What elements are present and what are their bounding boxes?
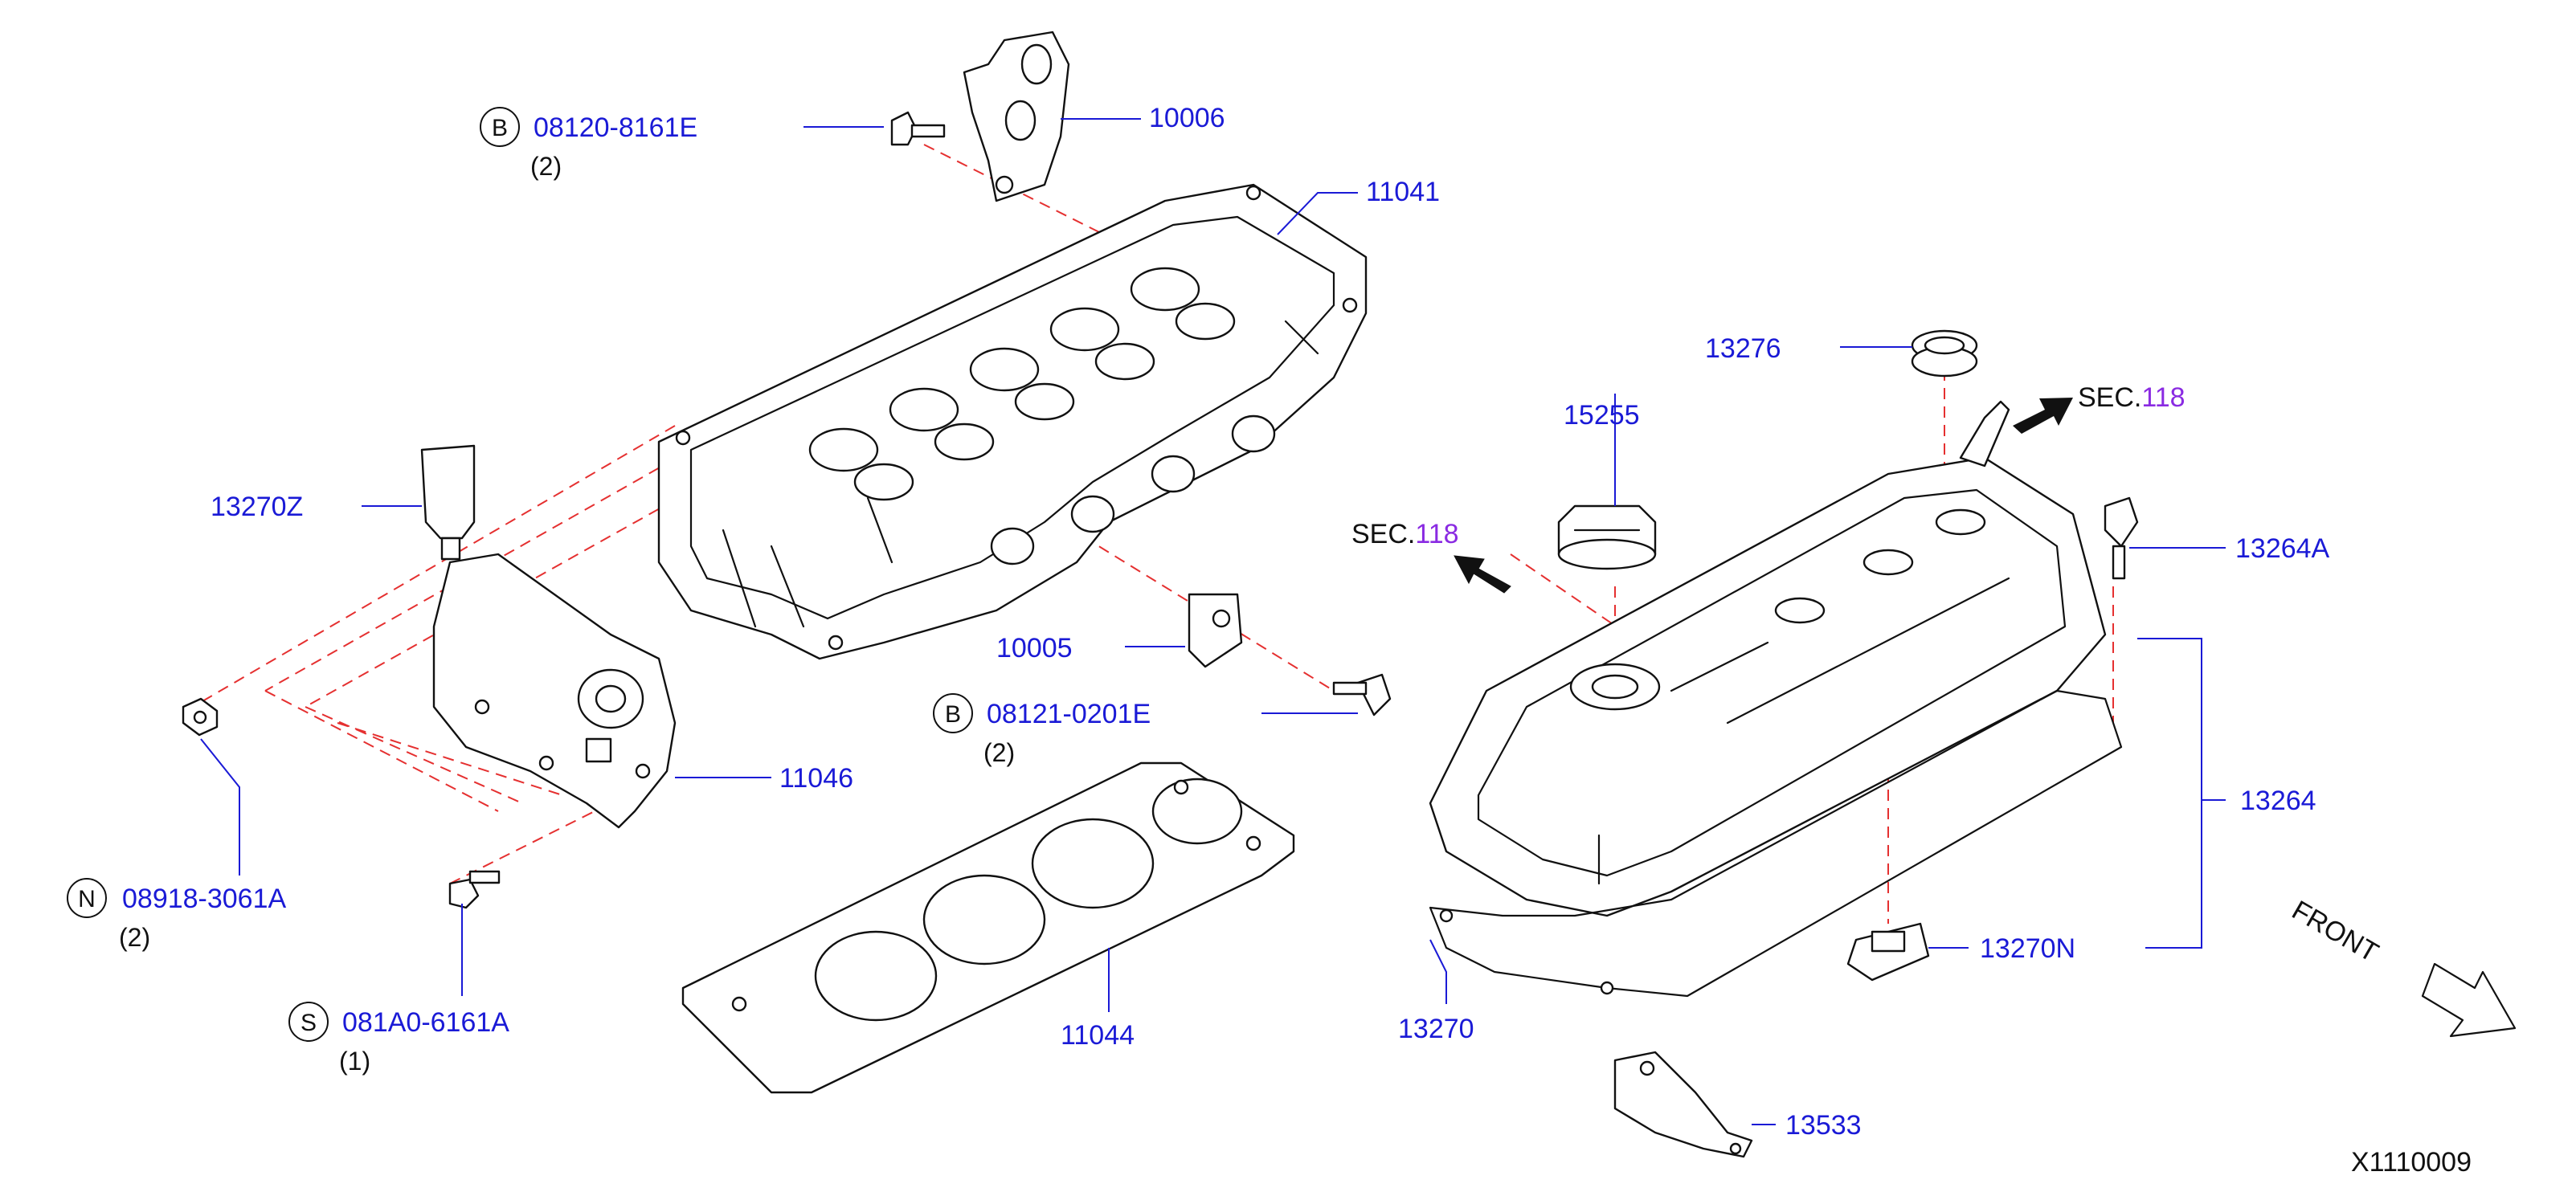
callout-11044: 11044 bbox=[1061, 1020, 1135, 1051]
callout-10005: 10005 bbox=[996, 633, 1073, 663]
diagram-reference-code: X1110009 bbox=[2351, 1147, 2472, 1178]
rocker-cover-illustration bbox=[1429, 400, 2107, 917]
callout-13270: 13270 bbox=[1398, 1014, 1474, 1044]
part-number: 08121-0201E bbox=[987, 699, 1151, 729]
bracket-10006-illustration bbox=[963, 31, 1070, 202]
intake-port-row bbox=[990, 414, 1276, 565]
head-gasket-11044-illustration bbox=[681, 761, 1295, 1094]
section-prefix: SEC. bbox=[2078, 382, 2141, 413]
fasteners-illustrations bbox=[182, 111, 1392, 909]
front-cover-11046-illustration bbox=[432, 553, 677, 829]
callout-11041: 11041 bbox=[1366, 177, 1440, 207]
grommet-13270n-illustration bbox=[1846, 922, 1930, 982]
callout-13264: 13264 bbox=[2240, 786, 2316, 816]
callout-10006: 10006 bbox=[1149, 103, 1225, 133]
part-number: 08918-3061A bbox=[122, 884, 287, 914]
sec-arrow-upper bbox=[2013, 398, 2073, 434]
section-number: 118 bbox=[1415, 519, 1458, 549]
badge-letter: N bbox=[78, 886, 96, 912]
sec-arrow-lower bbox=[1454, 555, 1511, 594]
quantity: (2) bbox=[530, 152, 562, 181]
badge-letter: B bbox=[945, 701, 961, 728]
rocker-gasket-13270-illustration bbox=[1429, 689, 2123, 998]
bolt-callout-s1: S 081A0-6161A (1) bbox=[288, 1002, 509, 1076]
quantity: (2) bbox=[983, 738, 1015, 767]
callout-13533: 13533 bbox=[1785, 1110, 1862, 1141]
callout-15255: 15255 bbox=[1564, 400, 1640, 431]
section-reference-upper[interactable]: SEC.118 bbox=[2078, 382, 2186, 413]
bolt-callout-b2: B 08121-0201E (2) bbox=[933, 693, 1151, 767]
section-prefix: SEC. bbox=[1351, 519, 1415, 549]
cam-bore-row bbox=[808, 267, 1236, 501]
bolt-13264a-illustration bbox=[2104, 496, 2139, 580]
badge-letter: B bbox=[492, 115, 508, 141]
part-number: 081A0-6161A bbox=[342, 1007, 509, 1038]
front-arrow-icon bbox=[2421, 962, 2517, 1038]
bracket-13533-illustration bbox=[1613, 1051, 1753, 1158]
callout-13276: 13276 bbox=[1705, 333, 1781, 364]
sealant-tube-illustration bbox=[420, 444, 476, 561]
bolt-callout-n1: N 08918-3061A (2) bbox=[67, 878, 287, 952]
oil-cap-illustration bbox=[1557, 504, 1657, 570]
cylinder-head-illustration bbox=[657, 183, 1368, 660]
badge-letter: S bbox=[301, 1010, 317, 1036]
part-number: 08120-8161E bbox=[534, 112, 697, 143]
section-number: 118 bbox=[2141, 382, 2185, 413]
seal-13276-illustration bbox=[1911, 329, 1978, 378]
quantity: (1) bbox=[339, 1047, 370, 1076]
section-reference-lower[interactable]: SEC.118 bbox=[1351, 519, 1459, 549]
front-label: FRONT bbox=[2287, 895, 2383, 968]
bolt-callout-b1: B 08120-8161E (2) bbox=[480, 107, 697, 181]
quantity: (2) bbox=[119, 923, 150, 952]
spacer-10005-illustration bbox=[1188, 593, 1243, 668]
callout-13270z: 13270Z bbox=[211, 492, 303, 522]
callout-11046: 11046 bbox=[779, 763, 853, 794]
callout-13264a: 13264A bbox=[2235, 533, 2330, 564]
leader-lines bbox=[200, 118, 2226, 1125]
callout-13270n: 13270N bbox=[1980, 933, 2075, 964]
